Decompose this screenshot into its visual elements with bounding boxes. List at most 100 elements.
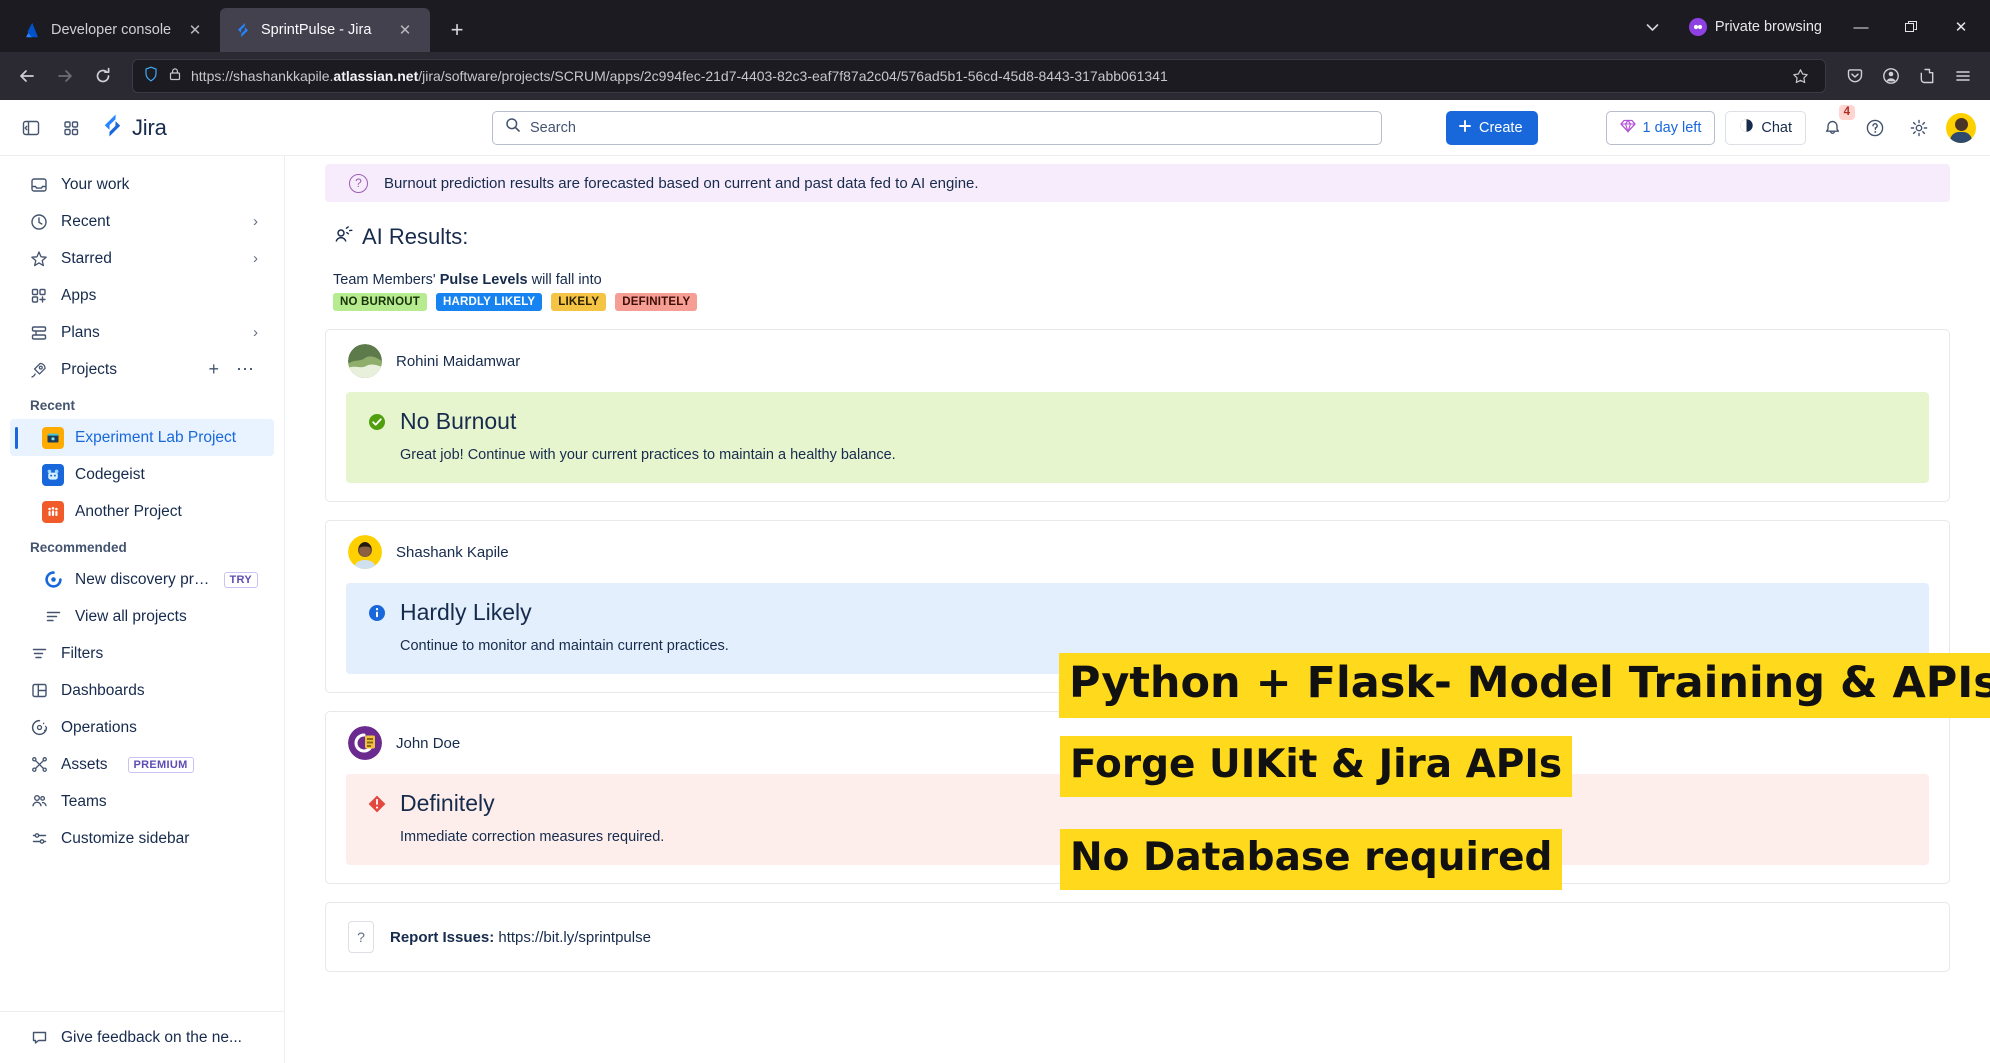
rocket-icon bbox=[28, 361, 50, 379]
browser-tab-developer-console[interactable]: Developer console ✕ bbox=[10, 8, 220, 52]
close-icon[interactable]: ✕ bbox=[398, 22, 412, 39]
sidebar-item-label: Your work bbox=[61, 175, 130, 193]
private-browsing-label: Private browsing bbox=[1714, 19, 1822, 35]
member-name: Rohini Maidamwar bbox=[396, 352, 521, 370]
toolbar-icons-group bbox=[1838, 59, 1980, 93]
teams-icon bbox=[28, 793, 50, 810]
search-input[interactable]: Search bbox=[492, 110, 1382, 145]
panel-collapse-icon[interactable] bbox=[14, 111, 48, 145]
sidebar-item-filters[interactable]: Filters bbox=[10, 635, 274, 672]
forward-icon[interactable] bbox=[48, 59, 82, 93]
chevron-right-icon[interactable]: › bbox=[253, 213, 258, 230]
sidebar-item-operations[interactable]: Operations bbox=[10, 709, 274, 746]
bookmark-star-icon[interactable] bbox=[1785, 61, 1815, 91]
avatar-body bbox=[1950, 131, 1972, 143]
chevron-right-icon[interactable]: › bbox=[253, 324, 258, 341]
result-status-box: Definitely Immediate correction measures… bbox=[346, 774, 1929, 865]
sidebar-item-projects[interactable]: Projects + ⋯ bbox=[10, 351, 274, 388]
sidebar-item-recent[interactable]: Recent › bbox=[10, 203, 274, 240]
info-banner-text: Burnout prediction results are forecaste… bbox=[384, 174, 979, 192]
status-description: Great job! Continue with your current pr… bbox=[400, 447, 896, 463]
window-controls-group: Private browsing — ✕ bbox=[1633, 10, 1990, 52]
sidebar-item-experiment-lab-project[interactable]: Experiment Lab Project bbox=[10, 419, 274, 456]
sidebar-item-teams[interactable]: Teams bbox=[10, 783, 274, 820]
gear-icon[interactable] bbox=[1902, 111, 1936, 145]
pocket-icon[interactable] bbox=[1838, 59, 1872, 93]
back-icon[interactable] bbox=[10, 59, 44, 93]
help-icon[interactable] bbox=[1858, 111, 1892, 145]
report-issues-url: https://bit.ly/sprintpulse bbox=[498, 928, 651, 946]
sidebar-item-starred[interactable]: Starred › bbox=[10, 240, 274, 277]
close-icon[interactable]: ✕ bbox=[1954, 19, 1968, 36]
result-card: Shashank Kapile Hardly Likely Continue t… bbox=[325, 520, 1950, 693]
avatar[interactable] bbox=[348, 535, 382, 569]
question-circle-icon: ? bbox=[349, 173, 368, 193]
card-member-header: Rohini Maidamwar bbox=[326, 330, 1949, 392]
sidebar-item-plans[interactable]: Plans › bbox=[10, 314, 274, 351]
shield-icon[interactable] bbox=[143, 66, 159, 87]
sidebar-item-your-work[interactable]: Your work bbox=[10, 166, 274, 203]
avatar[interactable] bbox=[348, 344, 382, 378]
clock-icon bbox=[28, 213, 50, 231]
sidebar-item-label: Teams bbox=[61, 792, 107, 810]
sidebar-item-dashboards[interactable]: Dashboards bbox=[10, 672, 274, 709]
sidebar-item-assets[interactable]: Assets PREMIUM bbox=[10, 746, 274, 783]
chat-button[interactable]: Chat bbox=[1725, 110, 1806, 145]
sidebar-item-label: Apps bbox=[61, 286, 97, 304]
account-icon[interactable] bbox=[1874, 59, 1908, 93]
reload-icon[interactable] bbox=[86, 59, 120, 93]
legend-description: Team Members' Pulse Levels will fall int… bbox=[333, 272, 1950, 288]
chevron-right-icon[interactable]: › bbox=[253, 250, 258, 267]
address-bar[interactable]: https://shashankkapile.atlassian.net/jir… bbox=[132, 59, 1826, 93]
new-tab-button[interactable]: + bbox=[450, 17, 464, 42]
minimize-icon[interactable]: — bbox=[1853, 18, 1869, 36]
apps-grid-icon[interactable] bbox=[54, 111, 88, 145]
sidebar-item-label: Dashboards bbox=[61, 681, 145, 699]
give-feedback-label: Give feedback on the ne... bbox=[61, 1028, 242, 1046]
sidebar-item-label: Starred bbox=[61, 249, 112, 267]
status-header: Definitely bbox=[368, 790, 1907, 817]
status-title: Definitely bbox=[400, 790, 495, 816]
result-status-box: No Burnout Great job! Continue with your… bbox=[346, 392, 1929, 483]
create-button[interactable]: Create bbox=[1445, 110, 1538, 145]
restore-icon[interactable] bbox=[1888, 10, 1934, 44]
jira-application: Jira Search Create bbox=[0, 100, 1990, 1063]
close-icon[interactable]: ✕ bbox=[188, 22, 202, 39]
atlassian-icon bbox=[24, 22, 41, 39]
browser-tab-sprintpulse-jira[interactable]: SprintPulse - Jira ✕ bbox=[220, 8, 430, 52]
lock-icon bbox=[168, 67, 182, 86]
discovery-icon bbox=[42, 571, 64, 588]
notifications-button[interactable]: 4 bbox=[1816, 104, 1855, 144]
legend-bold: Pulse Levels bbox=[439, 272, 528, 288]
filter-icon bbox=[28, 645, 50, 662]
extensions-icon[interactable] bbox=[1910, 59, 1944, 93]
sidebar-footer: Give feedback on the ne... bbox=[0, 1011, 284, 1063]
sidebar-item-another-project[interactable]: Another Project bbox=[10, 493, 274, 530]
search-placeholder: Search bbox=[530, 119, 576, 136]
ai-results-heading: AI Results: bbox=[333, 224, 1950, 250]
avatar[interactable] bbox=[348, 726, 382, 760]
jira-logo[interactable]: Jira bbox=[100, 113, 167, 143]
chevron-down-icon[interactable] bbox=[1633, 10, 1673, 44]
status-title: No Burnout bbox=[400, 408, 517, 434]
url-domain: atlassian.net bbox=[333, 68, 419, 84]
sidebar-item-label: Operations bbox=[61, 718, 137, 736]
trial-days-left-button[interactable]: 1 day left bbox=[1605, 110, 1716, 145]
sidebar-section-recommended-label: Recommended bbox=[30, 540, 127, 555]
status-badge-definitely: DEFINITELY bbox=[615, 293, 698, 311]
premium-diamond-icon bbox=[1619, 118, 1636, 138]
sidebar-item-new-discovery-project[interactable]: New discovery proj... TRY bbox=[10, 561, 274, 598]
sidebar-item-customize-sidebar[interactable]: Customize sidebar bbox=[10, 820, 274, 857]
card-member-header: Shashank Kapile bbox=[326, 521, 1949, 583]
user-avatar[interactable] bbox=[1946, 112, 1976, 143]
menu-icon[interactable] bbox=[1946, 59, 1980, 93]
private-browsing-indicator: Private browsing bbox=[1677, 18, 1834, 36]
sidebar-item-apps[interactable]: Apps bbox=[10, 277, 274, 314]
sidebar-item-codegeist[interactable]: Codegeist bbox=[10, 456, 274, 493]
give-feedback-button[interactable]: Give feedback on the ne... bbox=[10, 1019, 274, 1056]
search-container: Search bbox=[492, 110, 1382, 145]
apps-plus-icon bbox=[28, 287, 50, 305]
project-more-icon[interactable]: ⋯ bbox=[236, 359, 255, 379]
add-project-icon[interactable]: + bbox=[208, 359, 219, 379]
sidebar-item-view-all-projects[interactable]: View all projects bbox=[10, 598, 274, 635]
